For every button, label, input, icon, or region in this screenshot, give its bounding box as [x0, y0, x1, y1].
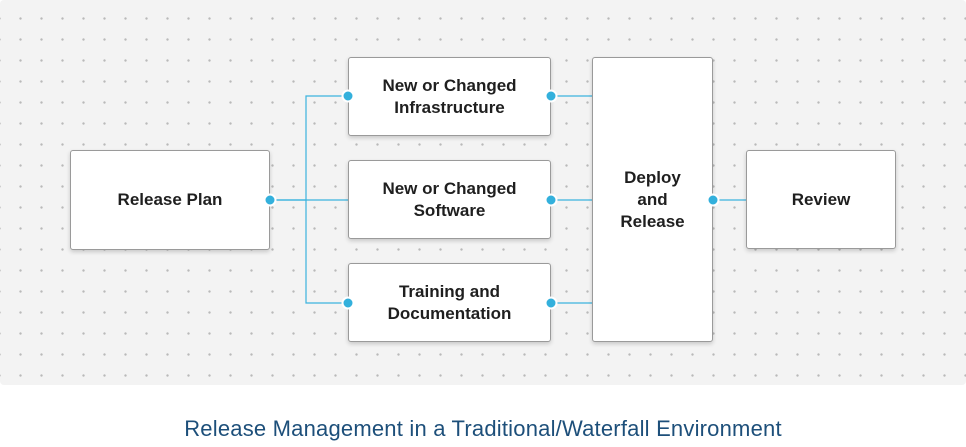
connector-plan-to-training — [305, 200, 348, 304]
dot-training-in — [341, 296, 355, 310]
dot-infrastructure-in — [341, 89, 355, 103]
dot-infrastructure-out — [544, 89, 558, 103]
node-software-label: New or Changed Software — [382, 178, 517, 220]
diagram-caption: Release Management in a Traditional/Wate… — [184, 416, 782, 441]
node-infrastructure-label: New or Changed Infrastructure — [382, 75, 517, 117]
node-review-label: Review — [791, 189, 851, 209]
node-release-plan: Release Plan — [70, 150, 270, 250]
node-deploy-label: Deploy and Release — [620, 167, 685, 231]
node-training: Training and Documentation — [348, 263, 551, 342]
dot-software-out — [544, 193, 558, 207]
dot-training-out — [544, 296, 558, 310]
node-release-plan-label: Release Plan — [117, 190, 223, 209]
dot-layer — [263, 89, 720, 310]
node-deploy: Deploy and Release — [592, 57, 713, 342]
dot-release-plan — [263, 193, 277, 207]
node-training-label: Training and Documentation — [387, 281, 512, 323]
dot-deploy-out — [706, 193, 720, 207]
node-review: Review — [746, 150, 896, 249]
node-infrastructure: New or Changed Infrastructure — [348, 57, 551, 136]
node-software: New or Changed Software — [348, 160, 551, 239]
connector-layer — [270, 95, 746, 304]
diagram-canvas: Release Plan New or Changed Infrastructu… — [0, 0, 966, 385]
